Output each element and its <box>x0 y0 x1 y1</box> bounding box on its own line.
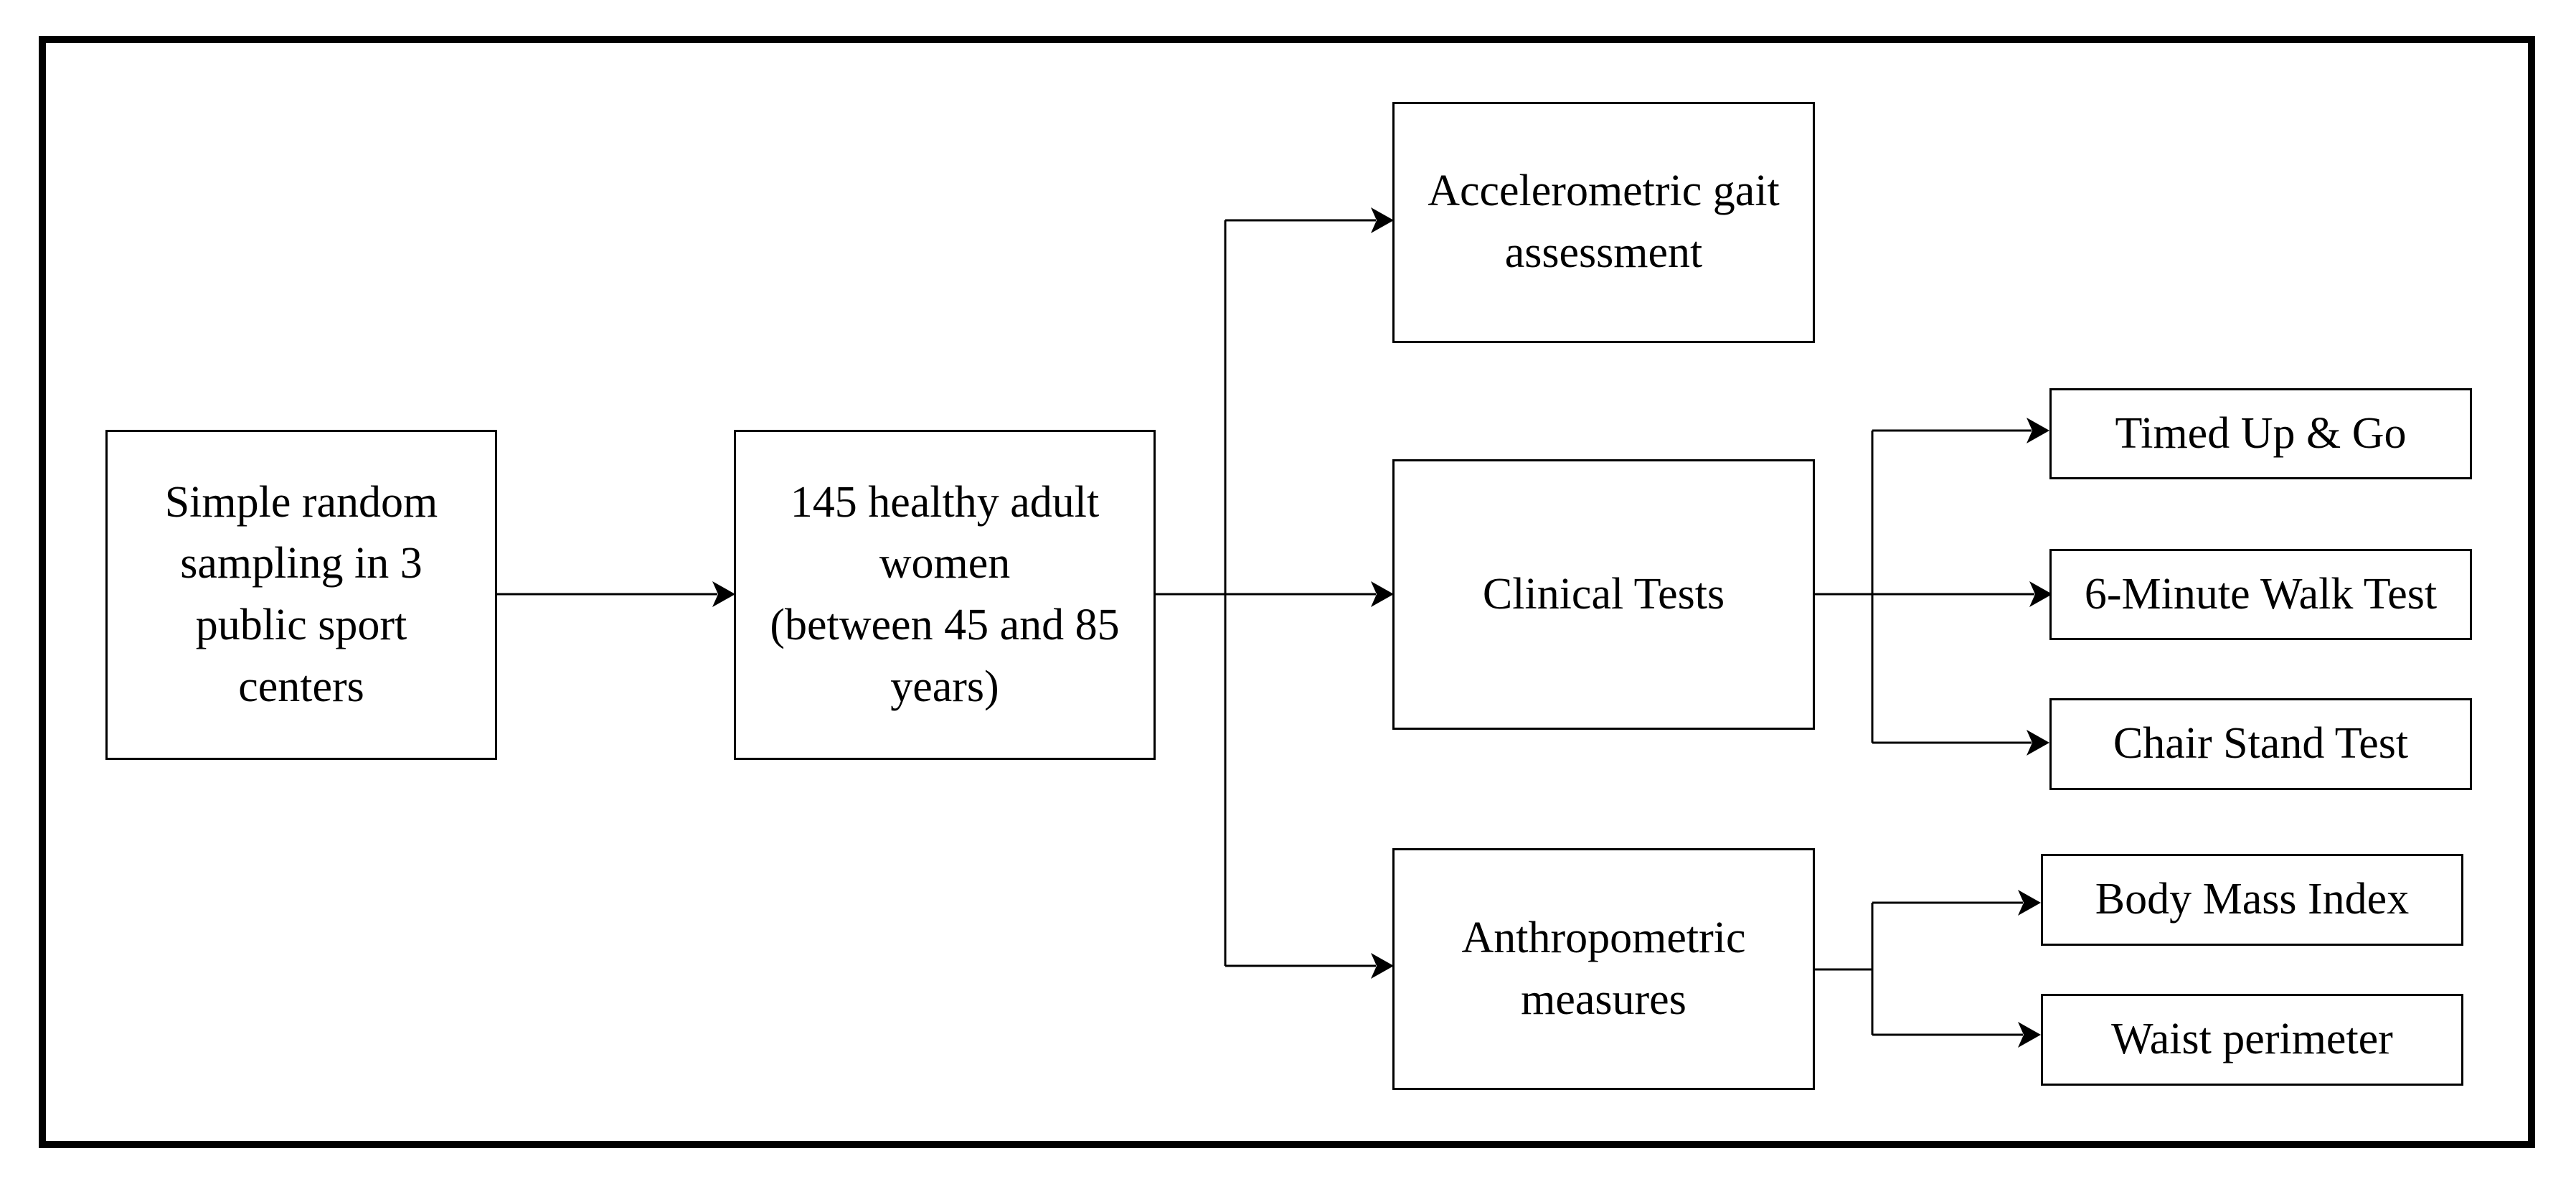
node-walk-label: 6-Minute Walk Test <box>2084 569 2438 619</box>
node-walk: 6-Minute Walk Test <box>2049 549 2472 640</box>
node-sampling: Simple random sampling in 3 public sport… <box>105 430 497 760</box>
node-clinical-label: Clinical Tests <box>1482 569 1725 619</box>
arrowhead-population <box>712 581 735 607</box>
node-gait: Accelerometric gait assessment <box>1392 102 1815 343</box>
node-waist-label: Waist perimeter <box>2111 1015 2393 1064</box>
arrowhead-gait <box>1371 207 1394 233</box>
node-bmi: Body Mass Index <box>2041 854 2463 946</box>
node-gait-label: Accelerometric gait assessment <box>1428 166 1780 277</box>
node-tug-label: Timed Up & Go <box>2115 408 2407 458</box>
arrowhead-clinical <box>1371 581 1394 607</box>
node-population-label: 145 healthy adult women (between 45 and … <box>770 477 1120 711</box>
node-clinical: Clinical Tests <box>1392 459 1815 730</box>
arrowhead-tug <box>2027 418 2049 443</box>
node-waist: Waist perimeter <box>2041 994 2463 1086</box>
node-population: 145 healthy adult women (between 45 and … <box>734 430 1156 760</box>
node-bmi-label: Body Mass Index <box>2095 875 2410 924</box>
arrowhead-chair <box>2027 730 2049 756</box>
arrowhead-walk <box>2029 581 2052 607</box>
node-chair-label: Chair Stand Test <box>2113 719 2409 769</box>
arrowhead-bmi <box>2018 890 2041 916</box>
arrowhead-anthropometric <box>1371 953 1394 979</box>
node-tug: Timed Up & Go <box>2049 388 2472 479</box>
node-sampling-label: Simple random sampling in 3 public sport… <box>164 477 438 711</box>
node-anthropometric-label: Anthropometric measures <box>1461 913 1746 1024</box>
arrowhead-waist <box>2018 1022 2041 1048</box>
node-chair: Chair Stand Test <box>2049 698 2472 790</box>
node-anthropometric: Anthropometric measures <box>1392 848 1815 1090</box>
